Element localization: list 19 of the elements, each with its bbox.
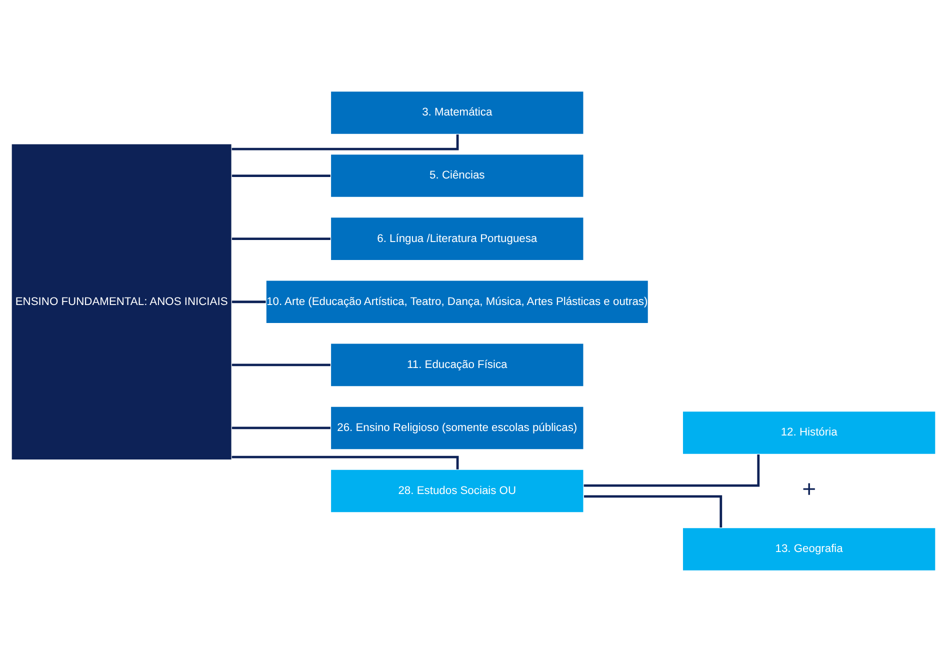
node-box: 3. Matemática: [330, 90, 584, 135]
node-box: 11. Educação Física: [330, 342, 584, 387]
connector: [584, 454, 760, 487]
node-box: 12. História: [682, 410, 936, 455]
connector: [232, 238, 330, 240]
node-box: 13. Geografia: [682, 527, 936, 572]
node-box: 28. Estudos Sociais OU: [330, 469, 584, 513]
label: +: [802, 476, 816, 503]
connector: [232, 300, 266, 304]
node-box: 10. Arte (Educação Artística, Teatro, Dança, Música, Artes Plásticas e outras): [266, 280, 649, 324]
connector: [232, 364, 330, 366]
connector: [232, 426, 330, 430]
node-box: 26. Ensino Religioso (somente escolas públicas): [330, 406, 584, 450]
node-box: 5. Ciências: [330, 154, 584, 198]
node-box: ENSINO FUNDAMENTAL: ANOS INICIAIS: [11, 143, 232, 460]
connector: [232, 174, 330, 177]
node-box: 6. Língua /Literatura Portuguesa: [330, 216, 584, 261]
connector: [584, 495, 722, 528]
connector: [232, 456, 459, 470]
